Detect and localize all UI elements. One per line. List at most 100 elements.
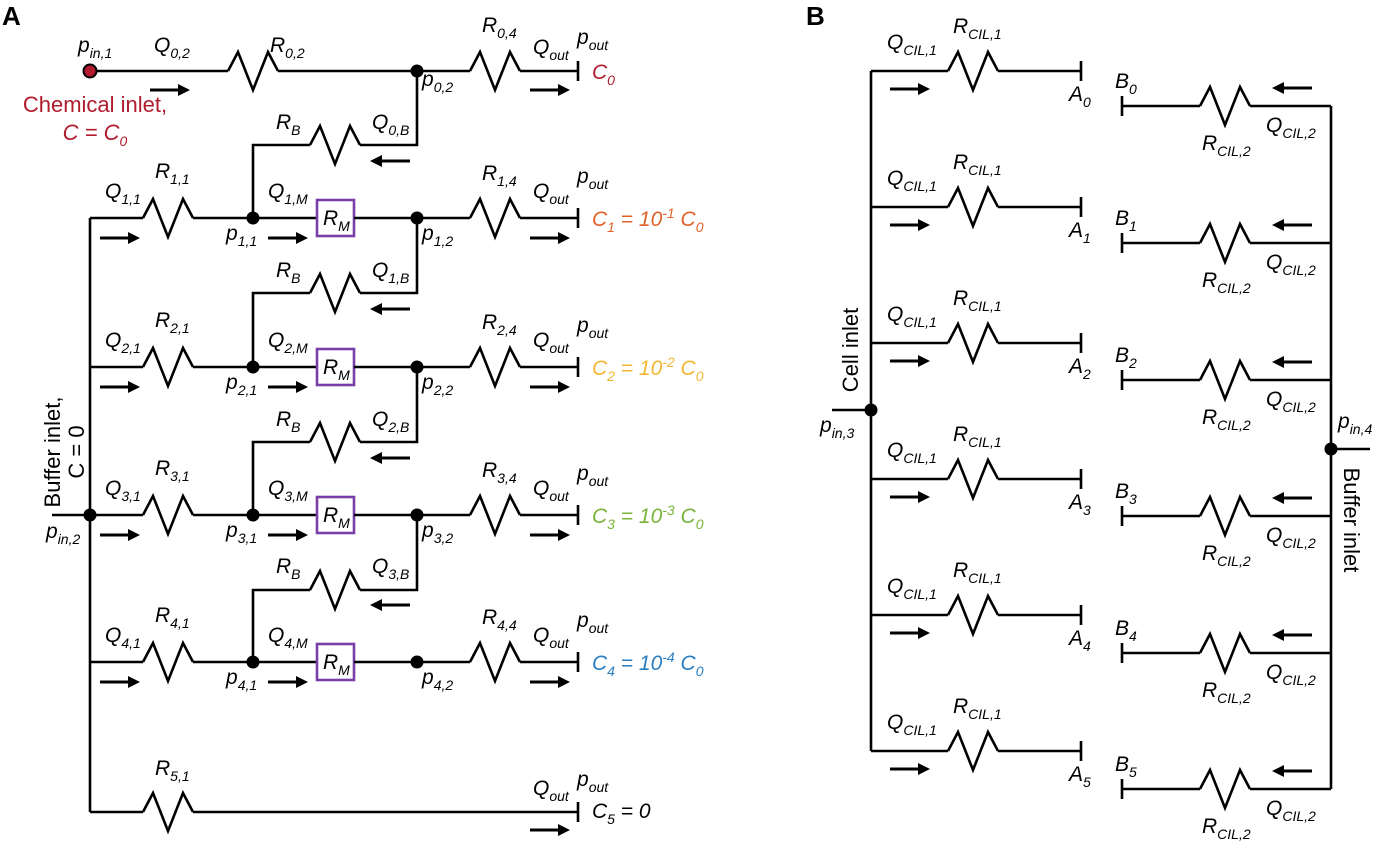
label-b2: B2 <box>1115 344 1137 371</box>
label-pin1: pin,1 <box>77 34 112 61</box>
bypass-1-wire <box>360 218 419 295</box>
bypass-3-wire-left <box>251 588 310 662</box>
resistor-rcil2-5 <box>1198 766 1252 812</box>
label-p11: p1,1 <box>225 222 257 249</box>
label-rb-0: RB <box>276 111 301 138</box>
arrow-q31 <box>100 529 140 541</box>
resistor-rcil1-3 <box>946 456 1000 502</box>
label-rm-1: RM <box>323 207 350 234</box>
label-rcil2-2: RCIL,2 <box>1202 406 1251 433</box>
arrow-qcil1-4 <box>890 627 930 639</box>
arrow-qcil1-1 <box>890 219 930 231</box>
buffer-inlet-a-label: Buffer inlet,C = 0 <box>40 397 89 508</box>
label-q3m: Q3,M <box>268 477 308 504</box>
bypass-2-wire-left <box>251 440 310 515</box>
arrow-qcil2-4 <box>1272 629 1312 641</box>
label-q2m: Q2,M <box>268 329 308 356</box>
label-c2: C2 = 10-2 C0 <box>592 354 704 384</box>
label-pout-1: pout <box>576 165 609 192</box>
label-p12: p1,2 <box>421 222 453 249</box>
label-rm-3: RM <box>323 504 350 531</box>
label-qcil2-5: QCIL,2 <box>1266 797 1316 824</box>
arrow-q3b <box>370 599 410 611</box>
label-pout-0: pout <box>576 26 609 53</box>
label-q11: Q1,1 <box>105 180 141 207</box>
arrow-q0b <box>370 155 410 167</box>
label-qout-3: Qout <box>533 477 570 504</box>
arrow-qout-5 <box>530 824 570 836</box>
label-rm-2: RM <box>323 356 350 383</box>
arrow-qcil2-2 <box>1272 356 1312 368</box>
label-rcil1-4: RCIL,1 <box>953 559 1002 586</box>
resistor-r02 <box>226 48 280 94</box>
label-c0: C0 <box>592 61 615 88</box>
label-rcil1-0: RCIL,1 <box>953 15 1002 42</box>
label-p31: p3,1 <box>225 519 257 546</box>
label-q0b: Q0,B <box>372 111 409 138</box>
arrow-q41 <box>100 676 140 688</box>
arrow-qcil2-3 <box>1272 492 1312 504</box>
label-q21: Q2,1 <box>105 329 141 356</box>
label-rcil2-0: RCIL,2 <box>1202 132 1251 159</box>
label-b4: B4 <box>1115 617 1137 644</box>
label-p42: p4,2 <box>421 666 453 693</box>
arrow-q4m <box>268 676 308 688</box>
label-qcil1-4: QCIL,1 <box>887 575 937 602</box>
label-rcil2-1: RCIL,2 <box>1202 269 1251 296</box>
chemical-inlet-port <box>82 63 98 79</box>
label-r51: R5,1 <box>155 757 190 784</box>
label-rcil2-4: RCIL,2 <box>1202 679 1251 706</box>
arrow-qcil2-1 <box>1272 219 1312 231</box>
bypass-2-wire <box>360 367 419 444</box>
label-q31: Q3,1 <box>105 477 141 504</box>
node-pin3 <box>864 403 878 417</box>
resistor-r11 <box>141 195 195 241</box>
cell-inlet-label: Cell inlet <box>838 308 863 392</box>
label-rm-4: RM <box>323 651 350 678</box>
arrow-q3m <box>268 529 308 541</box>
label-r44: R4,4 <box>482 606 517 633</box>
arrow-qout-2 <box>530 381 570 393</box>
label-qcil1-3: QCIL,1 <box>887 439 937 466</box>
label-a5: A5 <box>1067 763 1091 790</box>
label-a0: A0 <box>1067 83 1091 110</box>
label-rcil2-5: RCIL,2 <box>1202 815 1251 842</box>
label-q1m: Q1,M <box>268 180 308 207</box>
arrow-qout-4 <box>530 676 570 688</box>
label-q02: Q0,2 <box>154 34 190 61</box>
label-p21: p2,1 <box>225 371 257 398</box>
arrow-q1b <box>370 303 410 315</box>
label-a2: A2 <box>1067 355 1091 382</box>
label-qout-1: Qout <box>533 180 570 207</box>
arrow-qout-1 <box>530 232 570 244</box>
svg-text:Buffer inlet,: Buffer inlet, <box>40 397 65 508</box>
label-a3: A3 <box>1067 491 1091 518</box>
label-r02: R0,2 <box>270 34 305 61</box>
resistor-r24 <box>468 344 522 390</box>
label-a1: A1 <box>1067 219 1091 246</box>
label-q2b: Q2,B <box>372 408 409 435</box>
arrow-qcil1-0 <box>890 83 930 95</box>
resistor-rb-0 <box>308 122 362 168</box>
resistor-rb-1 <box>308 270 362 316</box>
resistor-rcil1-4 <box>946 592 1000 638</box>
node-p11 <box>246 211 260 225</box>
arrow-q2m <box>268 381 308 393</box>
label-q4m: Q4,M <box>268 624 308 651</box>
resistor-r41 <box>141 639 195 685</box>
bypass-3-wire <box>360 515 419 592</box>
chemical-inlet-concentration: C = C0 <box>63 120 128 149</box>
label-qcil1-5: QCIL,1 <box>887 711 937 738</box>
arrow-qcil1-3 <box>890 491 930 503</box>
resistor-r51 <box>141 789 195 835</box>
label-pin4: pin,4 <box>1337 410 1372 437</box>
label-r34: R3,4 <box>482 459 517 486</box>
node-p41 <box>246 655 260 669</box>
resistor-rcil1-5 <box>946 728 1000 774</box>
label-p41: p4,1 <box>225 666 257 693</box>
resistor-rb-3 <box>308 567 362 613</box>
node-p42 <box>410 655 424 669</box>
label-p32: p3,2 <box>421 519 453 546</box>
resistor-rcil1-2 <box>946 320 1000 366</box>
